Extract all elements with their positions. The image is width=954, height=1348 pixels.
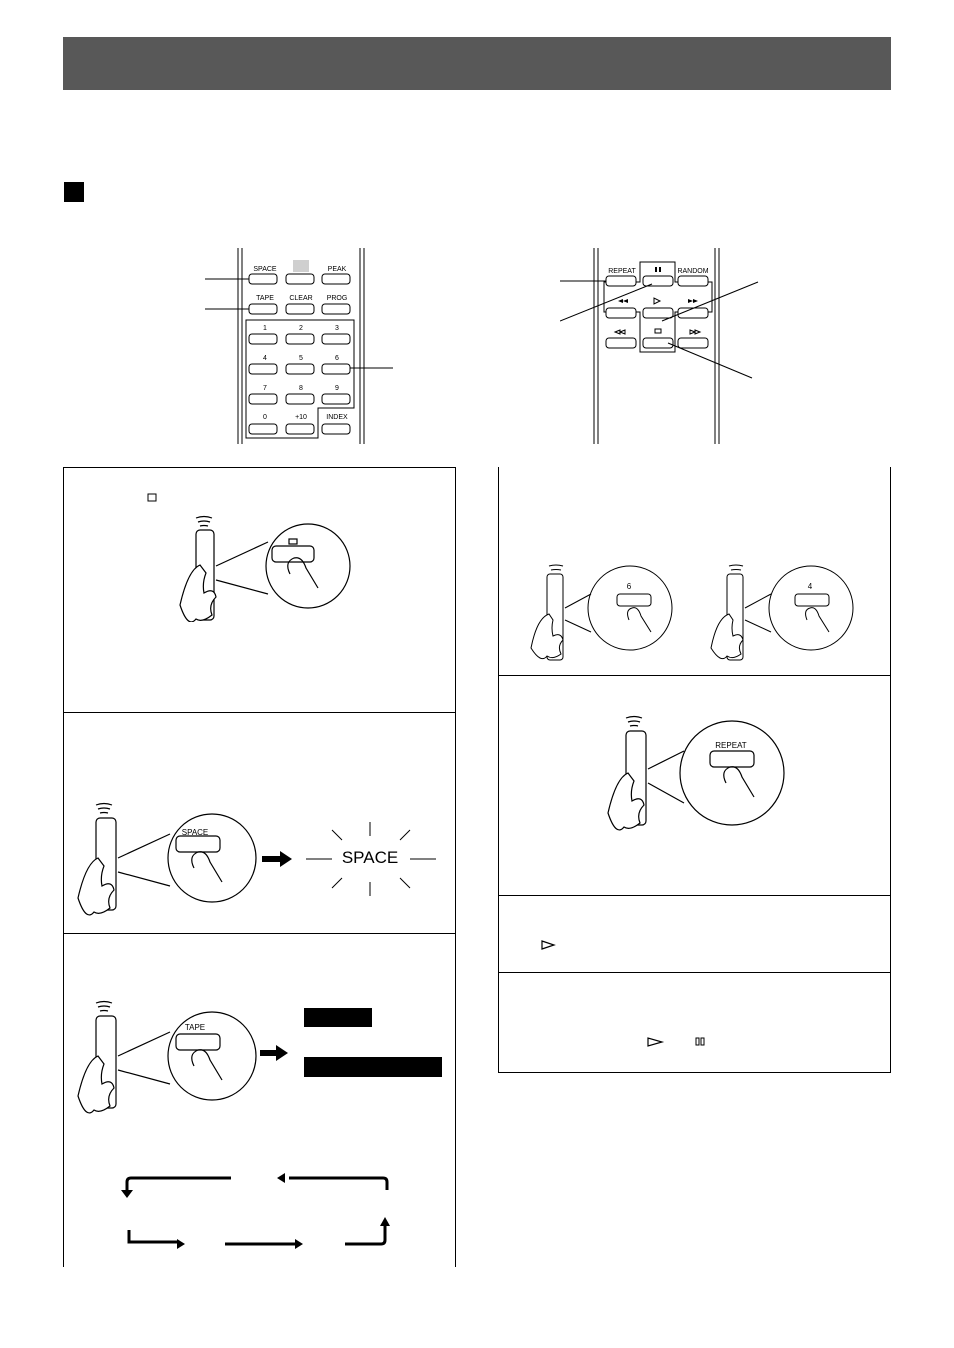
- remote-left-diagram: [205, 248, 393, 444]
- numeric-key-group: [245, 319, 355, 439]
- step2-display-text: SPACE: [341, 848, 399, 867]
- label-space: SPACE: [253, 266, 277, 273]
- play-button[interactable]: [642, 307, 674, 319]
- stop-button[interactable]: [642, 337, 674, 349]
- transport-key-group: [603, 261, 713, 353]
- remote-right-diagram: [560, 248, 759, 444]
- label-prog: PROG: [326, 295, 348, 302]
- skip-forward-icon: [688, 299, 698, 303]
- label-tape: TAPE: [256, 295, 274, 302]
- step2-button-label: SPACE: [181, 828, 209, 837]
- callout-pause: [560, 283, 653, 322]
- hand-pressing-stop-illustration: [179, 515, 351, 622]
- hand-pressing-digits-illustration: [530, 564, 854, 661]
- play-icon: [653, 297, 662, 305]
- step5-button-label: REPEAT: [715, 741, 747, 750]
- fast-forward-icon: [689, 329, 702, 335]
- pause-icon: [695, 1037, 705, 1046]
- step-box-3: [63, 933, 456, 1267]
- tape-mode-cycle-diagram: [121, 1173, 390, 1249]
- rewind-button[interactable]: [605, 337, 637, 349]
- label-clear: CLEAR: [289, 295, 313, 302]
- label-digit: 8: [299, 385, 303, 392]
- display-segment-short: [304, 1008, 372, 1027]
- rewind-icon: [613, 329, 626, 335]
- step-box-6: [498, 895, 891, 973]
- label-digit: 9: [335, 385, 339, 392]
- step4-button-6-label: 6: [626, 582, 632, 591]
- callout-play: [661, 281, 759, 322]
- label-digit: 2: [299, 325, 303, 332]
- pause-icon: [655, 267, 661, 272]
- label-digit: +10: [295, 414, 307, 421]
- label-digit: 4: [263, 355, 267, 362]
- repeat-button[interactable]: [605, 275, 637, 287]
- clear-button[interactable]: [285, 303, 315, 315]
- header-bar: [63, 37, 891, 90]
- blank-button-shade: [293, 260, 309, 272]
- label-digit: 6: [335, 355, 339, 362]
- peak-button[interactable]: [321, 273, 351, 285]
- play-icon: [541, 940, 556, 950]
- stop-icon: [654, 328, 662, 334]
- label-digit: 5: [299, 355, 303, 362]
- fast-forward-button[interactable]: [677, 337, 709, 349]
- prog-button[interactable]: [321, 303, 351, 315]
- label-digit: 7: [263, 385, 267, 392]
- label-digit: 1: [263, 325, 267, 332]
- hand-pressing-tape-illustration: [77, 1000, 288, 1114]
- tape-button[interactable]: [248, 303, 278, 315]
- hand-pressing-repeat-illustration: [607, 715, 785, 831]
- random-button[interactable]: [677, 275, 709, 287]
- label-digit: 0: [263, 414, 267, 421]
- play-icon: [647, 1037, 665, 1047]
- step-box-7: [498, 972, 891, 1073]
- hand-pressing-space-illustration: [77, 802, 436, 916]
- callout-stop: [667, 342, 753, 379]
- section-marker: [64, 182, 84, 202]
- label-repeat: REPEAT: [608, 268, 636, 275]
- skip-back-button[interactable]: [605, 307, 637, 319]
- pause-button[interactable]: [642, 275, 674, 287]
- label-peak: PEAK: [327, 266, 347, 273]
- step3-button-label: TAPE: [184, 1023, 206, 1032]
- skip-back-icon: [618, 299, 628, 303]
- digit-buttons[interactable]: [248, 333, 351, 435]
- display-segment-long: [304, 1057, 442, 1077]
- label-random: RANDOM: [677, 268, 709, 275]
- space-button[interactable]: [248, 273, 278, 285]
- blank-button[interactable]: [285, 273, 315, 285]
- stop-icon: [147, 493, 157, 502]
- label-digit: 3: [335, 325, 339, 332]
- label-index: INDEX: [326, 414, 348, 421]
- step4-button-4-label: 4: [807, 582, 813, 591]
